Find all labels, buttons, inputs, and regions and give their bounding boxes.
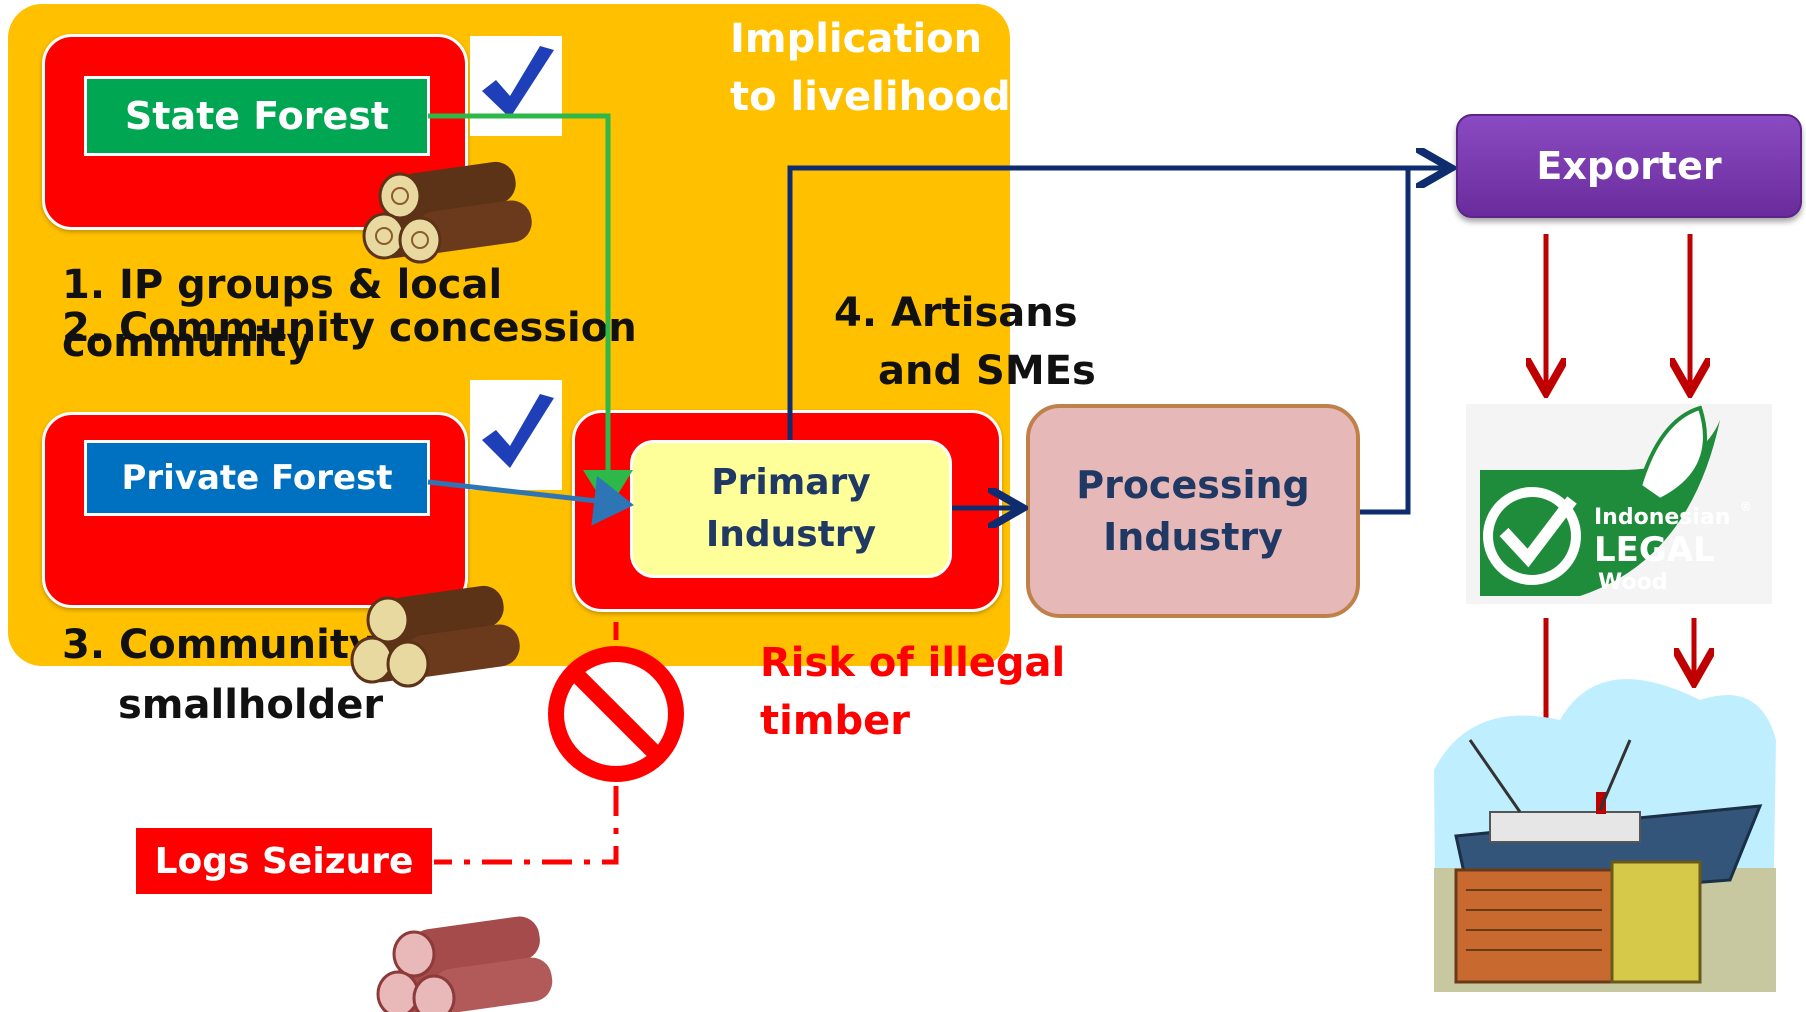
group-1-label-line2: community — [62, 320, 313, 366]
logs-seizure-label: Logs Seizure — [136, 828, 432, 894]
legal-wood-logo — [1466, 404, 1772, 604]
group-3-label-line2: smallholder — [118, 682, 384, 728]
check-icon — [482, 46, 554, 118]
logo-text-line2: LEGAL — [1594, 530, 1715, 570]
processing-industry-label-line1: Processing — [1076, 463, 1310, 507]
logo-text-line3: Wood — [1598, 570, 1668, 595]
primary-industry-label-line2: Industry — [705, 514, 877, 555]
primary-industry-label-line1: Primary — [711, 462, 871, 503]
group-1-label-line1: 1. IP groups & local — [62, 262, 503, 308]
logo-registered-mark: ® — [1740, 500, 1752, 514]
artisans-label-line2: and SMEs — [878, 348, 1096, 394]
private-to-primary-arrow — [427, 475, 634, 526]
private-forest-check — [470, 380, 562, 490]
primary-to-exporter-arrow — [787, 168, 1446, 440]
implication-title-line2: to livelihood — [730, 74, 1011, 120]
state-forest-label: State Forest — [84, 76, 430, 156]
state-to-primary-arrow — [428, 113, 633, 510]
risk-label-line1: Risk of illegal — [760, 640, 1066, 686]
private-forest-label: Private Forest — [84, 440, 430, 516]
processing-to-exporter-arrow — [1360, 168, 1411, 515]
state-forest-check — [470, 36, 562, 136]
prohibited-icon — [548, 646, 684, 782]
group-3-label-line1: 3. Community — [62, 622, 376, 668]
logs-icon — [362, 161, 532, 264]
logs-icon — [350, 585, 520, 688]
implication-title-line1: Implication — [730, 16, 983, 62]
artisans-label-line1: 4. Artisans — [834, 290, 1078, 336]
exporter-node: Exporter — [1456, 114, 1802, 218]
check-icon — [482, 394, 554, 468]
group-2-label: 2. Community concession — [62, 305, 637, 351]
risk-label-line2: timber — [760, 698, 910, 744]
seizure-dashed-line — [434, 622, 619, 865]
processing-industry-node: Processing Industry — [1026, 404, 1360, 618]
primary-industry-node: Primary Industry — [630, 440, 952, 578]
logo-text-line1: Indonesian — [1594, 505, 1731, 530]
seized-logs-icon — [376, 916, 553, 1012]
processing-industry-label-line2: Industry — [1103, 515, 1283, 559]
